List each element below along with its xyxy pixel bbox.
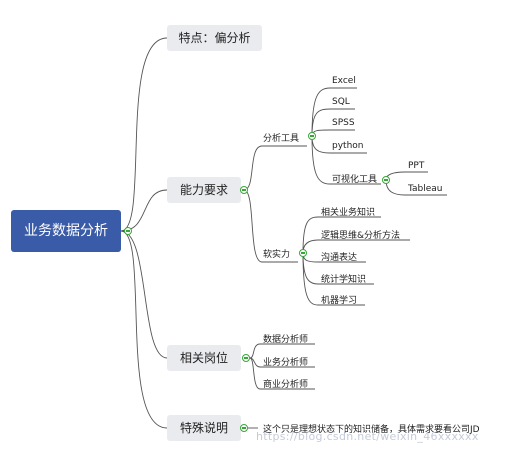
soft-skills-label[interactable]: 软实力 <box>263 250 291 260</box>
special-note[interactable]: 这个只是理想状态下的知识储备，具体需求要看公司JD <box>263 425 480 435</box>
tools-label[interactable]: 分析工具 <box>263 134 300 144</box>
branch-positions[interactable]: 相关岗位 <box>167 345 241 371</box>
connector-positions-3 <box>249 357 261 390</box>
connector-root-features <box>120 37 168 232</box>
connector-tools-excel <box>311 87 331 137</box>
viz-item[interactable]: Tableau <box>408 184 443 194</box>
collapse-toggle-icon[interactable] <box>299 249 307 257</box>
connector-tools-sql <box>311 108 331 137</box>
watermark: https://blog.csdn.net/weixin_46xxxxxx <box>256 430 479 443</box>
soft-item[interactable]: 统计学知识 <box>321 275 367 285</box>
connector-positions-1 <box>249 343 261 359</box>
connector-soft-4 <box>302 252 319 285</box>
collapse-toggle-icon[interactable] <box>240 186 248 194</box>
connector-ability-soft <box>243 189 263 263</box>
branch-features[interactable]: 特点：偏分析 <box>167 25 262 51</box>
tool-item[interactable]: SPSS <box>332 118 355 128</box>
soft-item[interactable]: 相关业务知识 <box>321 208 376 218</box>
tool-item[interactable]: SQL <box>332 97 350 107</box>
connector-tools-viz <box>311 135 331 185</box>
viz-item[interactable]: PPT <box>408 161 425 171</box>
tool-item[interactable]: python <box>332 141 364 151</box>
position-item[interactable]: 业务分析师 <box>263 358 309 368</box>
connector-ability-tools <box>243 145 263 191</box>
soft-item[interactable]: 机器学习 <box>321 296 358 306</box>
collapse-toggle-icon[interactable] <box>308 132 316 140</box>
branch-ability[interactable]: 能力要求 <box>167 177 241 203</box>
soft-item[interactable]: 逻辑思维&分析方法 <box>321 231 401 241</box>
collapse-toggle-icon[interactable] <box>382 176 390 184</box>
position-item[interactable]: 数据分析师 <box>263 335 309 345</box>
collapse-toggle-icon[interactable] <box>240 424 248 432</box>
connector-soft-5 <box>302 252 319 306</box>
tool-item[interactable]: Excel <box>332 76 356 86</box>
connector-root-positions <box>120 230 168 359</box>
position-item[interactable]: 商业分析师 <box>263 380 309 390</box>
connector-root-special <box>120 230 168 429</box>
branch-special[interactable]: 特殊说明 <box>167 415 241 441</box>
collapse-toggle-icon[interactable] <box>124 227 132 235</box>
viz-tools-label[interactable]: 可视化工具 <box>332 175 378 185</box>
soft-item[interactable]: 沟通表达 <box>321 253 358 263</box>
root-node[interactable]: 业务数据分析 <box>11 210 121 252</box>
connector-soft-1 <box>302 216 319 254</box>
collapse-toggle-icon[interactable] <box>242 354 250 362</box>
